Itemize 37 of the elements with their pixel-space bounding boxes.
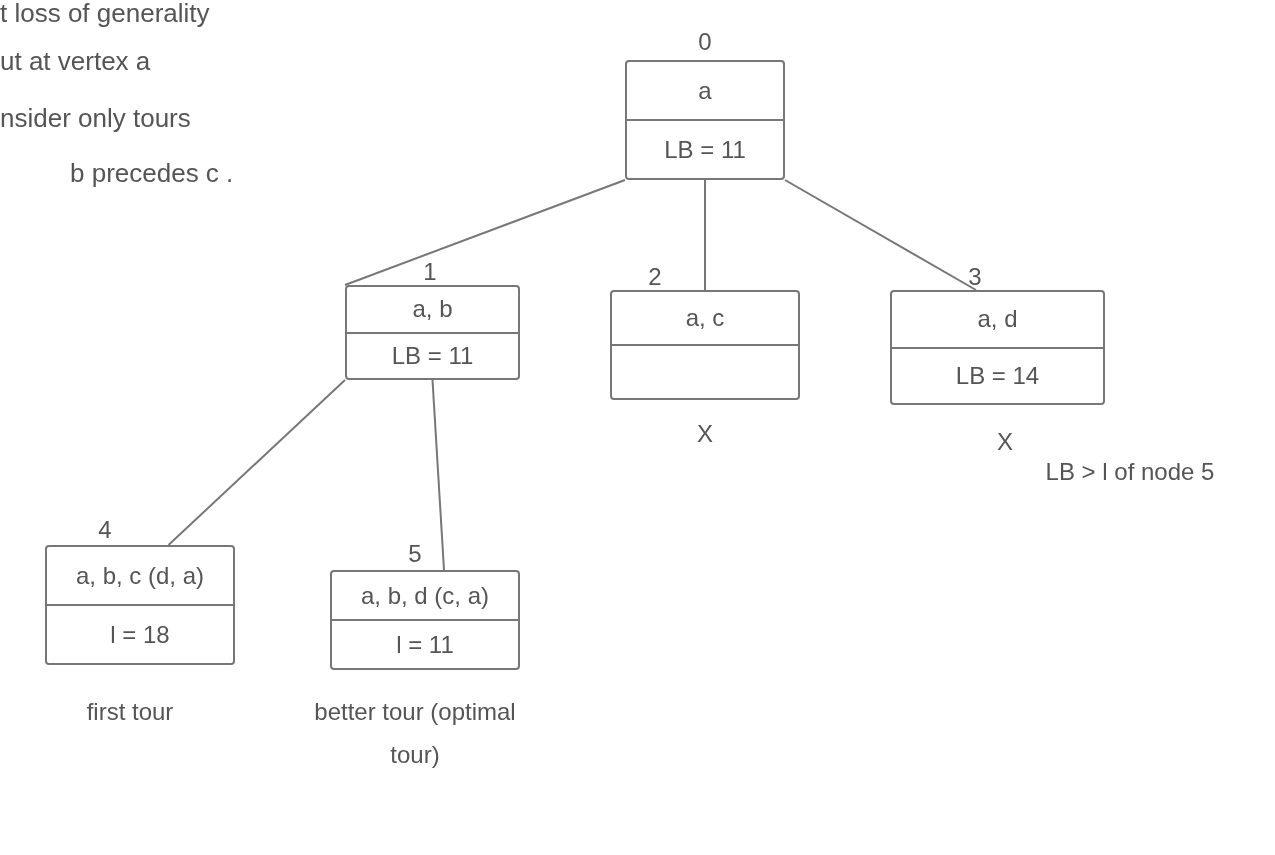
node-text: LB = 11: [664, 134, 746, 165]
tree-edge: [431, 379, 445, 571]
node-annotation: 2: [647, 262, 663, 292]
node-text: a, d: [977, 304, 1018, 335]
node-text: a, c: [685, 303, 725, 333]
node-annotation: 4: [97, 515, 113, 545]
node-annotation: LB > l of node 5: [1044, 457, 1216, 487]
node-text: l = 11: [396, 629, 454, 660]
node-text: a, b: [412, 294, 453, 325]
node-annotation: 0: [697, 27, 713, 57]
node-annotation: X: [696, 419, 714, 449]
node-text: LB = 11: [391, 340, 474, 371]
node-annotation: 5: [407, 539, 423, 569]
node-annotation: 3: [967, 262, 983, 292]
tree-node-box: [345, 285, 520, 380]
tree-edge: [704, 179, 706, 291]
node-annotation: X: [996, 427, 1014, 457]
tree-node-box: [890, 290, 1105, 405]
tree-node-box: [45, 545, 235, 665]
node-text: a, b, d (c, a): [360, 580, 490, 611]
tree-node-box: [625, 60, 785, 180]
note-text: ut at vertex a: [0, 48, 151, 74]
note-text: t loss of generality: [0, 0, 210, 26]
node-text: LB = 14: [955, 360, 1040, 391]
tree-node-box: [610, 290, 800, 400]
node-annotation: 1: [422, 257, 438, 287]
tree-edge: [784, 179, 977, 291]
node-text: a, b, c (d, a): [75, 560, 205, 591]
node-text: a: [698, 75, 712, 106]
tree-edge: [344, 179, 626, 286]
tree-node-box: [330, 570, 520, 670]
node-text: l = 18: [110, 619, 170, 650]
node-annotation: first tour: [85, 697, 175, 727]
note-text: b precedes c .: [70, 160, 234, 186]
note-text: nsider only tours: [0, 105, 191, 131]
tree-edge: [167, 379, 346, 546]
node-annotation: better tour (optimal tour): [313, 697, 517, 771]
